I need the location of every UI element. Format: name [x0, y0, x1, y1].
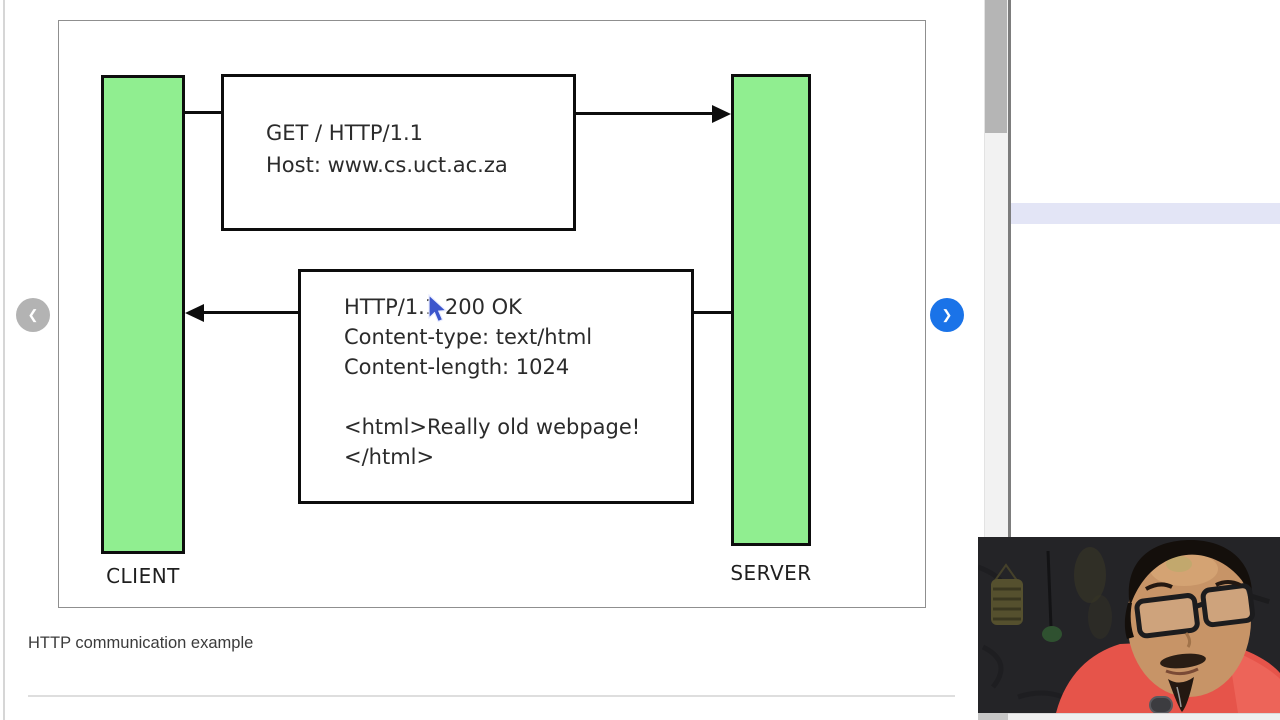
response-connector-left	[203, 311, 300, 314]
request-connector-left	[182, 111, 223, 114]
glasses-right-lens	[1200, 583, 1255, 628]
glasses-icon	[1134, 583, 1270, 639]
http-response-box: HTTP/1.1 200 OK Content-type: text/html …	[298, 269, 694, 504]
window-left-edge	[3, 0, 5, 720]
next-slide-button[interactable]: ❯	[930, 298, 964, 332]
eyebrows	[1145, 580, 1241, 591]
scrollbar-corner	[978, 713, 1008, 720]
horizontal-scrollbar-track[interactable]	[1008, 713, 1280, 720]
webcam-video	[978, 537, 1280, 713]
wall-object	[1074, 547, 1106, 603]
glasses-temple	[1249, 593, 1270, 605]
mustache	[1160, 653, 1206, 669]
client-label: CLIENT	[106, 564, 180, 588]
bag-weave	[993, 587, 1021, 621]
response-line: HTTP/1.1 200 OK	[344, 295, 522, 319]
server-label: SERVER	[730, 561, 812, 585]
server-node	[731, 74, 811, 546]
request-line: Host: www.cs.uct.ac.za	[266, 153, 508, 177]
goatee-gray-strand	[1176, 686, 1182, 708]
request-arrowhead-icon	[712, 105, 731, 123]
response-line	[344, 382, 691, 412]
stick-green-tip	[1042, 626, 1062, 642]
presenter-hair	[1128, 539, 1253, 607]
request-connector-right	[574, 112, 713, 115]
response-line: </html>	[344, 445, 435, 469]
caption-divider	[28, 695, 955, 697]
goatee	[1168, 677, 1194, 712]
slide-caption: HTTP communication example	[28, 634, 254, 652]
slide-diagram: GET / HTTP/1.1 Host: www.cs.uct.ac.za HT…	[58, 20, 926, 608]
glasses-bridge	[1194, 601, 1205, 610]
vertical-scrollbar-thumb[interactable]	[985, 0, 1007, 133]
http-request-box: GET / HTTP/1.1 Host: www.cs.uct.ac.za	[221, 74, 576, 231]
response-line: Content-length: 1024	[344, 355, 570, 379]
shirt-highlight	[1228, 649, 1280, 713]
request-line: GET / HTTP/1.1	[266, 121, 424, 145]
nose-shadow	[1184, 632, 1192, 648]
presenter-webcam	[978, 537, 1280, 713]
hanging-stick	[1046, 550, 1053, 628]
microphone-icon	[1149, 696, 1173, 713]
glasses-left-lens	[1134, 593, 1200, 639]
cursor-arrow	[428, 294, 448, 323]
previous-slide-button[interactable]: ❮	[16, 298, 50, 332]
response-arrowhead-icon	[185, 304, 204, 322]
forehead-light-patch	[1166, 556, 1192, 572]
mouth	[1165, 667, 1199, 676]
wall-object	[1088, 595, 1112, 639]
response-connector-right	[692, 311, 733, 314]
sideburn	[1124, 603, 1134, 639]
chevron-left-icon: ❮	[27, 307, 39, 322]
response-line: Content-type: text/html	[344, 325, 593, 349]
chevron-right-icon: ❯	[941, 307, 953, 322]
mouse-cursor-icon	[428, 294, 448, 323]
sidebar-selected-row[interactable]	[1011, 203, 1280, 224]
client-node	[101, 75, 185, 554]
response-line: <html>Really old webpage!	[344, 415, 641, 439]
panel-divider	[1008, 0, 1011, 720]
